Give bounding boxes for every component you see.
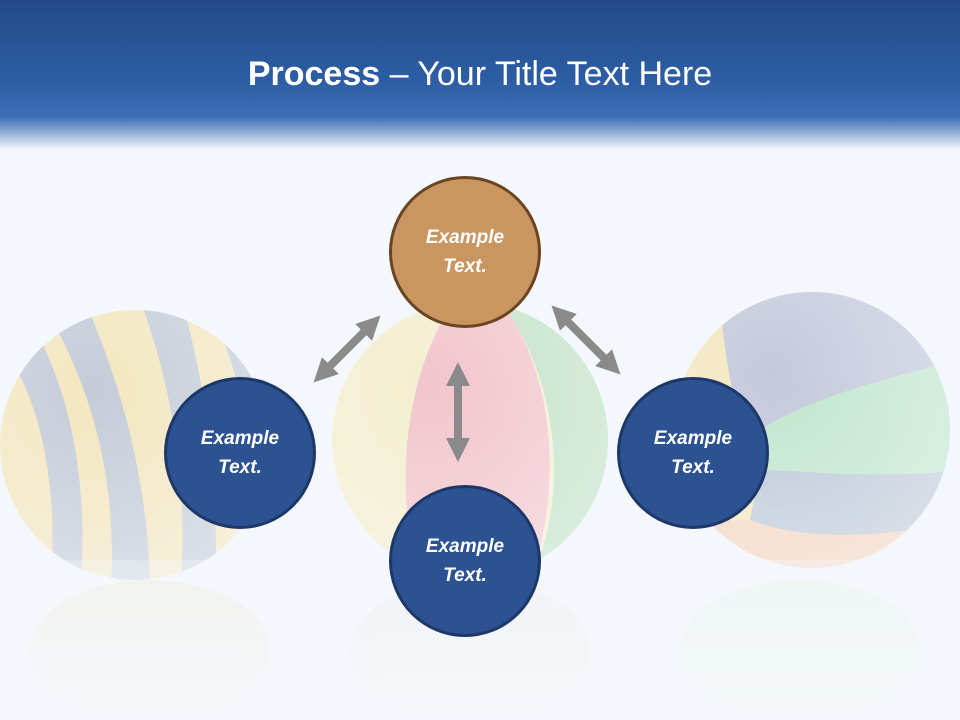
node-right-line1: Example — [653, 428, 733, 449]
node-bottom: Example Text. — [389, 485, 541, 637]
node-left-line1: Example — [200, 428, 280, 449]
node-bottom-line1: Example — [425, 536, 505, 557]
title-bold: Process — [247, 55, 381, 93]
node-right-line2: Text. — [671, 457, 715, 478]
node-top-line2: Text. — [443, 256, 487, 277]
node-bottom-line2: Text. — [443, 565, 487, 586]
node-right: Example Text. — [617, 377, 769, 529]
node-top-line1: Example — [425, 227, 505, 248]
slide-title: Process – Your Title Text Here — [0, 52, 960, 96]
arrow-top-right — [551, 305, 621, 375]
header-bar — [0, 0, 960, 150]
node-left: Example Text. — [164, 377, 316, 529]
arrow-left-top — [313, 315, 381, 383]
title-rest: – Your Title Text Here — [380, 55, 713, 93]
node-top: Example Text. — [389, 176, 541, 328]
node-left-line2: Text. — [218, 457, 262, 478]
